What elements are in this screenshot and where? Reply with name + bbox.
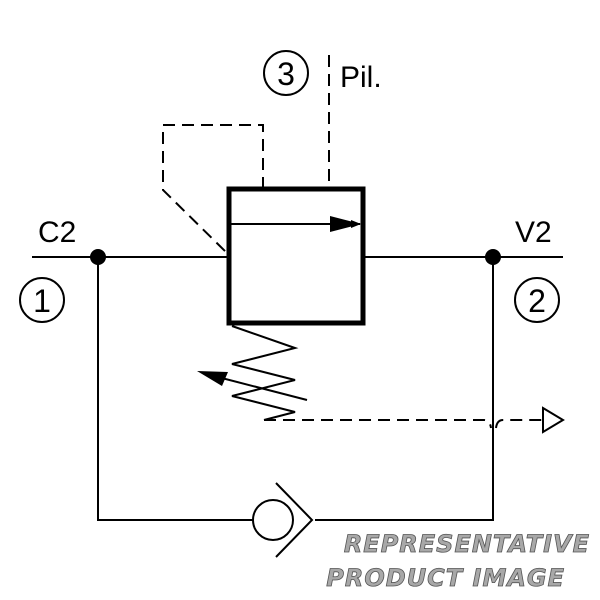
check-valve — [252, 482, 314, 558]
drain-line — [264, 419, 542, 429]
spring — [231, 325, 299, 421]
bypass-line — [97, 257, 494, 521]
port-2-bubble: 2 — [514, 277, 560, 323]
adjust-arrow — [209, 374, 308, 401]
flow-arrow-head-icon — [330, 216, 361, 232]
port-1-number: 1 — [33, 283, 51, 319]
port-2-number: 2 — [528, 283, 546, 319]
internal-pilot-line — [162, 124, 264, 256]
watermark-line-2: PRODUCT IMAGE — [326, 564, 565, 592]
port-1-bubble: 1 — [19, 277, 65, 323]
port-3-number: 3 — [277, 56, 295, 92]
adjust-arrow-head-icon — [197, 371, 228, 386]
valve-body — [226, 186, 366, 326]
port-label-pil: Pil. — [340, 61, 382, 94]
drain-arrow-icon — [542, 406, 565, 434]
port-label-c2: C2 — [38, 216, 76, 249]
port-3-bubble: 3 — [263, 50, 309, 96]
watermark-line-1: REPRESENTATIVE — [344, 530, 590, 558]
port-label-v2: V2 — [515, 216, 552, 249]
